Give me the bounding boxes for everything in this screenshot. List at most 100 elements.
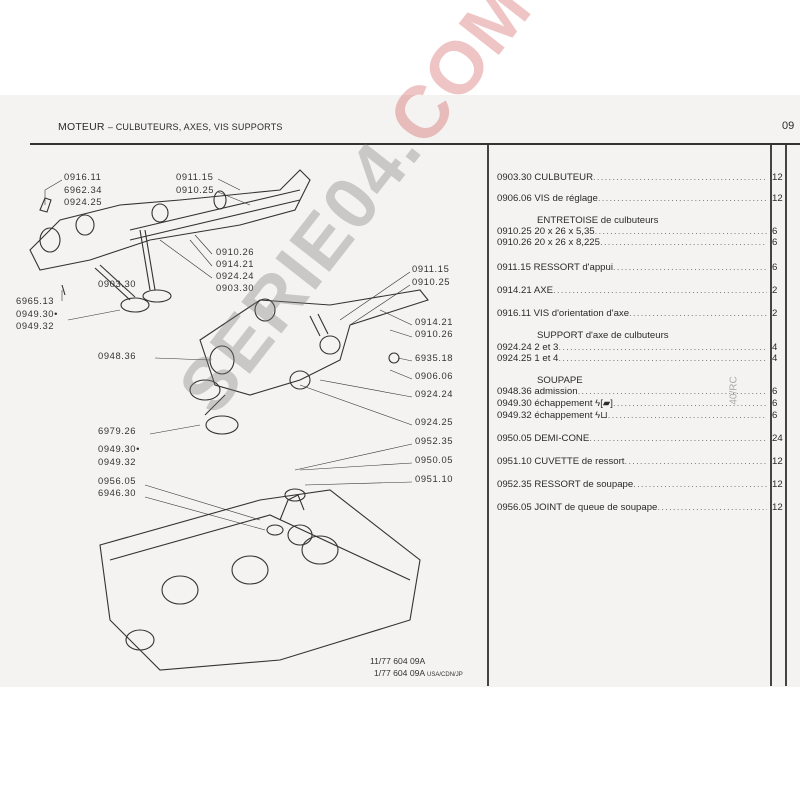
callout: 0916.11 bbox=[64, 171, 102, 182]
table-row: 0910.26 20 x 26 x 8,225.................… bbox=[497, 237, 767, 248]
callout: 0949.30• bbox=[16, 308, 58, 319]
title-main: MOTEUR bbox=[58, 121, 105, 133]
leader-dots: ........................................… bbox=[558, 342, 767, 353]
reference-code: 1/77 604 09A bbox=[374, 668, 425, 678]
part-qty: 12 bbox=[772, 502, 783, 513]
part-desc: 2 et 3 bbox=[534, 342, 559, 353]
cylinder-head bbox=[99, 488, 421, 671]
part-desc: CULBUTEUR bbox=[534, 172, 593, 183]
callout: 0911.15 bbox=[176, 171, 214, 182]
part-ref: 0906.06 bbox=[497, 193, 532, 204]
part-desc: échappement ϟ⊔ bbox=[534, 410, 608, 421]
part-qty: 12 bbox=[772, 456, 783, 467]
part-desc: admission bbox=[534, 386, 578, 397]
page-title: MOTEUR – CULBUTEURS, AXES, VIS SUPPORTS bbox=[58, 121, 283, 133]
callout: 0924.25 bbox=[415, 416, 454, 427]
part-qty: 6 bbox=[772, 398, 778, 409]
part-ref: 0924.25 bbox=[497, 353, 532, 364]
leader-dots: ........................................… bbox=[597, 193, 767, 204]
leader-dots: ........................................… bbox=[607, 410, 767, 421]
table-row: 0956.05 JOINT de queue de soupape.......… bbox=[497, 502, 767, 513]
table-row: 0951.10 CUVETTE de ressort..............… bbox=[497, 456, 767, 467]
upper-rocker-assembly bbox=[29, 169, 311, 313]
callout: 0924.24 bbox=[415, 388, 454, 399]
table-row: 0924.24 2 et 3..........................… bbox=[497, 342, 767, 353]
callout: 6946.30 bbox=[98, 487, 137, 498]
table-row: 0948.36 admission.......................… bbox=[497, 386, 767, 397]
part-qty: 24 bbox=[772, 433, 783, 444]
part-ref: 0910.25 bbox=[497, 226, 532, 237]
callout: 0910.25 bbox=[412, 276, 451, 287]
title-sub: – CULBUTEURS, AXES, VIS SUPPORTS bbox=[107, 122, 283, 132]
table-row: 0952.35 RESSORT de soupape..............… bbox=[497, 479, 767, 490]
part-qty: 12 bbox=[772, 172, 783, 183]
part-qty: 4 bbox=[772, 342, 778, 353]
reference-markets: USA/CDN/JP bbox=[427, 672, 463, 678]
callout: 0914.21 bbox=[216, 258, 255, 269]
part-desc: CUVETTE de ressort bbox=[534, 456, 625, 467]
callout: 0911.15 bbox=[412, 263, 450, 274]
part-qty: 2 bbox=[772, 285, 778, 296]
table-qty-divider bbox=[770, 145, 772, 686]
leader-dots: ........................................… bbox=[558, 353, 767, 364]
part-desc: VIS de réglage bbox=[534, 193, 598, 204]
part-desc: 1 et 4 bbox=[534, 353, 559, 364]
callout: 0949.30• bbox=[98, 443, 140, 454]
header-rule bbox=[30, 143, 800, 145]
part-qty: 6 bbox=[772, 237, 778, 248]
table-row: 0916.11 VIS d'orientation d'axe.........… bbox=[497, 308, 767, 319]
leader-dots: ........................................… bbox=[593, 172, 767, 183]
callout: 0950.05 bbox=[415, 454, 454, 465]
table-row: 0903.30 CULBUTEUR.......................… bbox=[497, 172, 767, 183]
part-ref: 0951.10 bbox=[497, 456, 532, 467]
leader-dots: ........................................… bbox=[657, 502, 767, 513]
callout: 6965.13 bbox=[16, 295, 55, 306]
callout: 0949.32 bbox=[98, 456, 137, 467]
leader-dots: ........................................… bbox=[594, 226, 767, 237]
callout: 0903.30 bbox=[98, 278, 137, 289]
callout: 0910.26 bbox=[415, 328, 454, 339]
part-desc: JOINT de queue de soupape bbox=[534, 502, 658, 513]
callout: 0949.32 bbox=[16, 320, 55, 331]
part-desc: échappement ϟ[▰] bbox=[534, 398, 613, 409]
leader-dots: ........................................… bbox=[553, 285, 767, 296]
callout: 0952.35 bbox=[415, 435, 454, 446]
part-qty: 6 bbox=[772, 410, 778, 421]
table-row: 0924.25 1 et 4..........................… bbox=[497, 353, 767, 364]
part-qty: 6 bbox=[772, 386, 778, 397]
reference-line-2: 1/77 604 09A USA/CDN/JP bbox=[374, 668, 463, 678]
table-row: 0950.05 DEMI-CONE.......................… bbox=[497, 433, 767, 444]
reference-line-1: 11/77 604 09A bbox=[370, 656, 426, 666]
part-ref: 0949.32 bbox=[497, 410, 532, 421]
part-desc: AXE bbox=[533, 285, 554, 296]
part-qty: 2 bbox=[772, 308, 778, 319]
part-desc: VIS d'orientation d'axe bbox=[533, 308, 630, 319]
part-desc: DEMI-CONE bbox=[534, 433, 590, 444]
table-row: 0914.21 AXE.............................… bbox=[497, 285, 767, 296]
part-desc: 20 x 26 x 8,225 bbox=[534, 237, 600, 248]
table-row: 0910.25 20 x 26 x 5,35..................… bbox=[497, 226, 767, 237]
part-qty: 4 bbox=[772, 353, 778, 364]
part-desc: RESSORT d'appui bbox=[533, 262, 613, 273]
part-desc: RESSORT de soupape bbox=[534, 479, 634, 490]
part-ref: 0956.05 bbox=[497, 502, 532, 513]
part-ref: 0903.30 bbox=[497, 172, 532, 183]
table-border-left bbox=[487, 145, 489, 686]
callout: 0948.36 bbox=[98, 350, 137, 361]
part-qty: 12 bbox=[772, 479, 783, 490]
part-ref: 0924.24 bbox=[497, 342, 532, 353]
part-ref: 0949.30 bbox=[497, 398, 532, 409]
leader-dots: ........................................… bbox=[629, 308, 767, 319]
table-row: 0911.15 RESSORT d'appui.................… bbox=[497, 262, 767, 273]
leader-dots: ........................................… bbox=[624, 456, 767, 467]
part-qty: 6 bbox=[772, 262, 778, 273]
callout: 0914.21 bbox=[415, 316, 454, 327]
group-heading: SOUPAPE bbox=[537, 375, 583, 386]
part-qty: 6 bbox=[772, 226, 778, 237]
part-ref: 0914.21 bbox=[497, 285, 532, 296]
callout: 6962.34 bbox=[64, 184, 103, 195]
part-ref: 0950.05 bbox=[497, 433, 532, 444]
part-ref: 0910.26 bbox=[497, 237, 532, 248]
leader-dots: ........................................… bbox=[612, 398, 767, 409]
callout: 0910.26 bbox=[216, 246, 255, 257]
